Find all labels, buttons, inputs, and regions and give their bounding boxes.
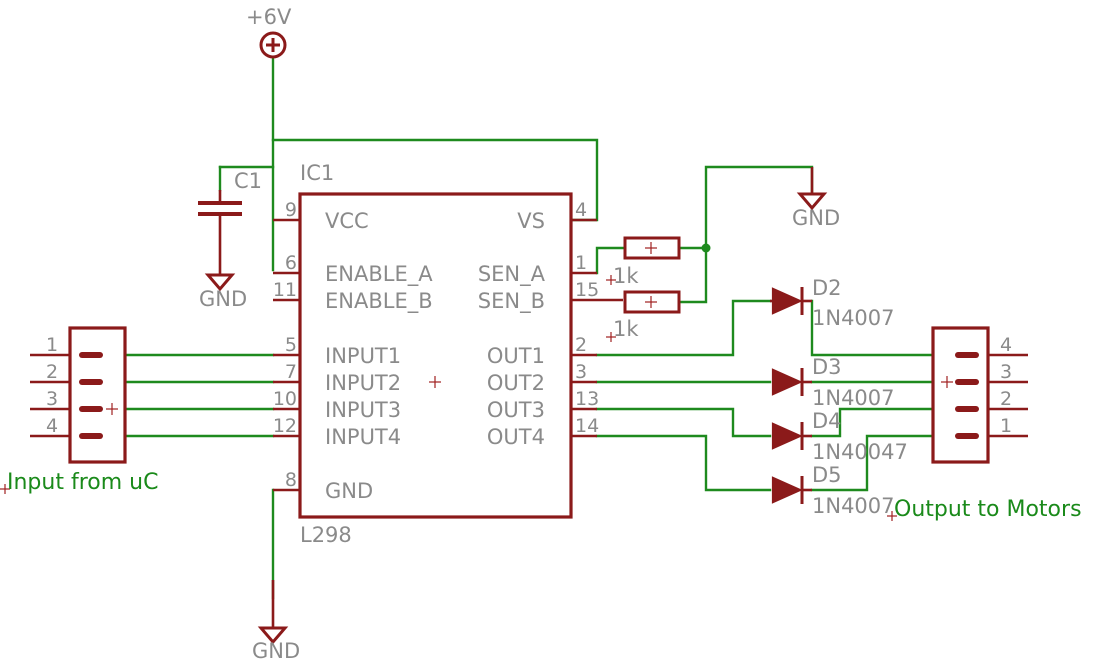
- wire-sen-a: [595, 246, 625, 275]
- wire-d5-out: [810, 434, 934, 492]
- ic-pin-label: ENABLE_B: [325, 289, 433, 314]
- ic-pin-label: INPUT4: [325, 425, 401, 449]
- wire-out1: [595, 299, 772, 357]
- diode-value: 1N4007: [812, 386, 895, 410]
- ic-value: L298: [300, 523, 352, 547]
- ic-pin-number: 10: [273, 388, 297, 410]
- ic-pin-number: 12: [273, 415, 297, 437]
- ic-left-pins: 9 6 11 5 7 10 12 8 VCC ENABLE_A ENABLE_B…: [273, 199, 433, 503]
- ground-symbol-sense: GND: [792, 167, 840, 230]
- ic-pin-number: 15: [575, 279, 599, 301]
- wire-d4-out: [810, 407, 934, 438]
- gnd-label-ic: GND: [252, 639, 300, 663]
- input-connector: 1 2 3 4 Input from uC: [0, 326, 158, 495]
- ic-pin-number: 13: [575, 388, 599, 410]
- ic-pin-number: 11: [273, 279, 297, 301]
- ic-pin-label: VCC: [325, 209, 369, 233]
- connector-pin-number: 2: [46, 361, 58, 383]
- ic-pin-number: 4: [575, 199, 587, 221]
- connector-pin-number: 3: [46, 388, 58, 410]
- ic-pin-number: 14: [575, 415, 599, 437]
- ic-name: IC1: [300, 161, 334, 185]
- ic-origin-mark: [429, 376, 441, 388]
- ic-pin-label: SEN_A: [478, 262, 546, 287]
- diode-value: 1N40047: [812, 440, 908, 464]
- connector-pin-number: 1: [1000, 415, 1012, 437]
- diode-name: D5: [812, 463, 842, 487]
- ic-pin-label: OUT4: [487, 425, 545, 449]
- diode-name: D4: [812, 409, 842, 433]
- connector-pin-number: 4: [46, 415, 58, 437]
- diode-d3: D3 1N4007: [771, 355, 895, 410]
- ic-pin-label: OUT1: [487, 344, 545, 368]
- gnd-label-c1: GND: [199, 287, 247, 311]
- connector-pins: [30, 352, 103, 439]
- ic-pin-number: 6: [285, 252, 297, 274]
- ic-pin-number: 8: [285, 469, 297, 491]
- capacitor-name: C1: [234, 169, 262, 193]
- connector-pin-number: 1: [46, 334, 58, 356]
- diode-name: D2: [812, 276, 842, 300]
- wire-r2-right: [677, 246, 708, 304]
- ic-pin-number: 2: [575, 334, 587, 356]
- diode-d4: D4 1N40047: [771, 409, 908, 464]
- ic-pin-label: OUT2: [487, 371, 545, 395]
- ground-symbol-c1: GND: [199, 273, 247, 311]
- resistor-sense-a: 1k: [606, 236, 681, 288]
- power-label: +6V: [246, 5, 292, 29]
- ic-pin-label: ENABLE_A: [325, 262, 433, 287]
- diode-d5: D5 1N4007: [771, 463, 895, 518]
- diode-value: 1N4007: [812, 494, 895, 518]
- input-connector-label: Input from uC: [7, 470, 158, 495]
- ic-pin-label: GND: [325, 479, 373, 503]
- ic-pin-number: 9: [285, 199, 297, 221]
- wire-d2-out: [810, 299, 934, 357]
- gnd-label-sense: GND: [792, 206, 840, 230]
- ic-pin-label: INPUT3: [325, 398, 401, 422]
- ic-pin-number: 3: [575, 361, 587, 383]
- power-supply-symbol: +6V: [246, 5, 292, 59]
- ground-symbol-ic: GND: [252, 580, 300, 663]
- connector-pin-number: 3: [1000, 361, 1012, 383]
- ic-pin-label: INPUT1: [325, 344, 401, 368]
- connector-pin-number: 4: [1000, 334, 1012, 356]
- resistor-value: 1k: [613, 264, 639, 288]
- wire-out3: [595, 407, 772, 438]
- ic-pin-number: 5: [285, 334, 297, 356]
- ic-l298: IC1 L298 9 6 11 5 7 10 12 8 VCC ENABLE_A: [273, 161, 623, 547]
- capacitor-c1: C1: [198, 169, 262, 275]
- connector-pins: [955, 352, 1028, 439]
- ic-pin-number: 1: [575, 252, 587, 274]
- diode-name: D3: [812, 355, 842, 379]
- wires: [123, 56, 934, 600]
- resistor-sense-b: 1k: [606, 290, 681, 342]
- connector-pin-number: 2: [1000, 388, 1012, 410]
- wire-out4: [595, 434, 772, 492]
- ic-pin-label: VS: [517, 209, 545, 233]
- junction-dot: [701, 243, 711, 253]
- ic-pin-label: OUT3: [487, 398, 545, 422]
- diode-d2: D2 1N4007: [770, 276, 895, 330]
- ic-pin-number: 7: [285, 361, 297, 383]
- output-connector-label: Output to Motors: [894, 497, 1082, 522]
- ic-right-pins: 4 1 15 2 3 13 14 VS SEN_A SEN_B OUT1 OUT…: [478, 199, 623, 449]
- ic-pin-label: SEN_B: [478, 289, 545, 314]
- resistor-value: 1k: [613, 317, 639, 341]
- output-connector: 4 3 2 1 Output to Motors: [887, 326, 1082, 522]
- diode-value: 1N4007: [812, 306, 895, 330]
- ic-pin-label: INPUT2: [325, 371, 401, 395]
